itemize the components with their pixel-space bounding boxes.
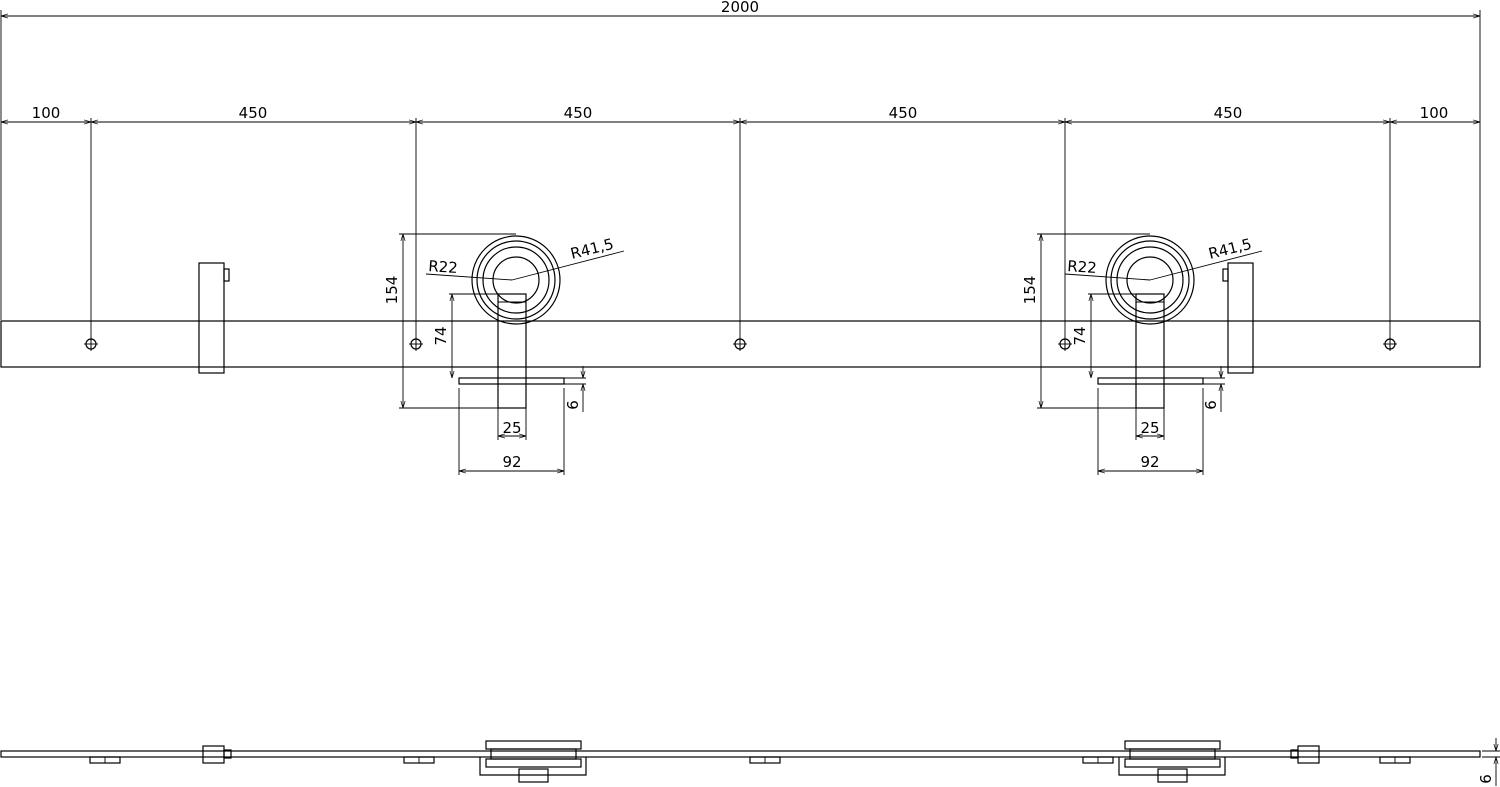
radius-inner-label: R22 <box>1067 257 1098 277</box>
mounting-holes <box>84 337 1397 351</box>
dim-100-right: 100 <box>1420 104 1449 122</box>
mounting-hole <box>1058 337 1072 351</box>
roller-assembly-right: R22 R41,5 154 74 6 25 92 <box>1021 233 1263 475</box>
dim-450-4: 450 <box>1214 104 1243 122</box>
dim-92-right: 92 <box>1140 453 1159 471</box>
dim-6-right: 6 <box>1202 400 1220 410</box>
mounting-hole <box>733 337 747 351</box>
rail-front <box>0 320 1481 368</box>
end-stop-left <box>198 262 230 374</box>
dim-rail-thickness: 6 <box>1477 774 1495 784</box>
dim-92-left: 92 <box>502 453 521 471</box>
dim-450-3: 450 <box>889 104 918 122</box>
dim-154-right: 154 <box>1021 276 1039 305</box>
dim-74-left: 74 <box>432 326 450 345</box>
dim-6-left: 6 <box>564 400 582 410</box>
dim-25-right: 25 <box>1140 419 1159 437</box>
mounting-hole <box>409 337 423 351</box>
dim-450-1: 450 <box>239 104 268 122</box>
spacing-dimensions: 100 450 450 450 450 100 <box>1 104 1480 350</box>
rail-top-view: 6 <box>0 738 1500 786</box>
roller-top-left <box>479 740 587 783</box>
radius-outer-label: R41,5 <box>1207 235 1254 263</box>
roller-top-right <box>1118 740 1226 783</box>
overall-dimension: 2000 <box>0 0 1481 320</box>
radius-outer-label: R41,5 <box>569 235 616 263</box>
mounting-hole <box>84 337 98 351</box>
dim-100-left: 100 <box>32 104 61 122</box>
dim-overall-label: 2000 <box>721 0 759 16</box>
dim-450-2: 450 <box>564 104 593 122</box>
dim-154-left: 154 <box>383 276 401 305</box>
dim-25-left: 25 <box>502 419 521 437</box>
end-stop-right <box>1222 262 1254 374</box>
dim-74-right: 74 <box>1071 326 1089 345</box>
roller-assembly-left: R22 R41,5 154 74 6 25 92 <box>383 233 625 475</box>
radius-inner-label: R22 <box>428 257 459 277</box>
mounting-hole <box>1383 337 1397 351</box>
